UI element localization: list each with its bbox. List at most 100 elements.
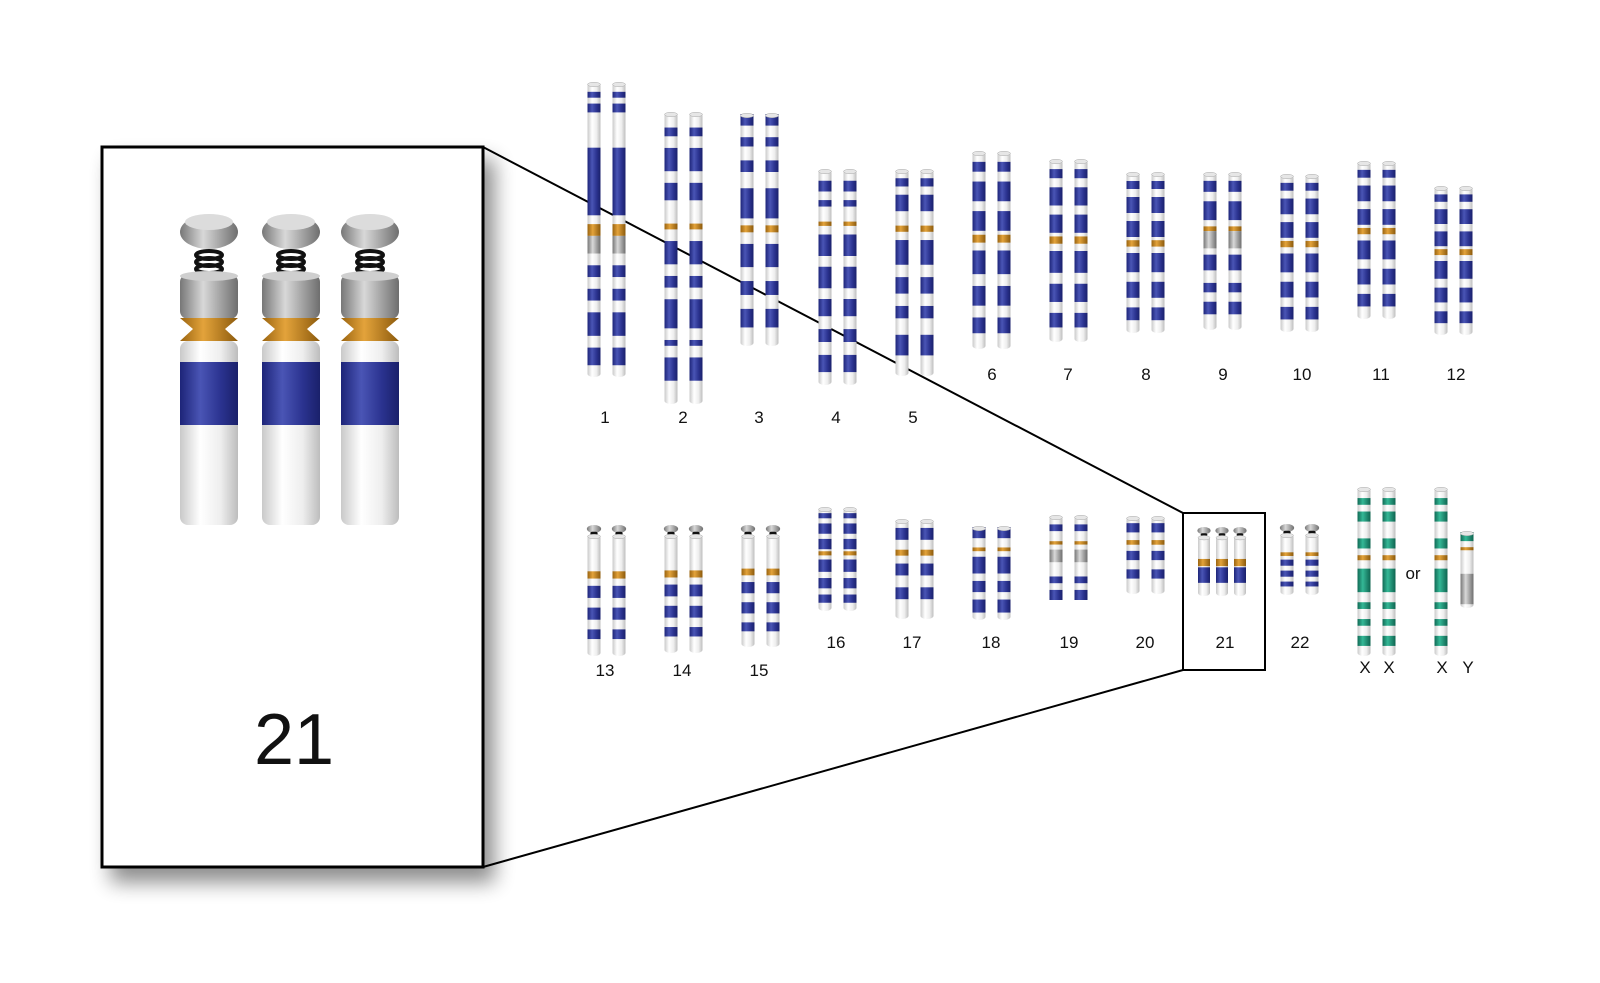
chromosome-20-copy-2-band-0 [1151, 523, 1165, 533]
chromosome-1-copy-1-band-7 [587, 312, 601, 336]
chromosome-14-copy-2 [688, 525, 704, 653]
chromosome-3-copy-1-band-7 [740, 308, 754, 328]
chromosome-22-copy-1-cap [1280, 533, 1294, 538]
zoom-dark-band [262, 362, 320, 425]
chromosome-1-copy-2-band-3 [612, 224, 626, 236]
chromosome-4-copy-2-band-5 [843, 299, 857, 317]
chromosome-16-copy-2-band-0 [843, 513, 857, 519]
sex-chromosome-y-band-2 [1460, 573, 1474, 605]
chromosome-9-copy-2-cap [1228, 172, 1242, 177]
chromosome-12-copy-2-band-6 [1459, 311, 1473, 324]
chromosome-13-copy-2-band-2 [612, 607, 626, 620]
chromosome-4-copy-2-band-6 [843, 329, 857, 342]
chromosome-13-copy-1-cap [587, 534, 601, 539]
chromosome-19-copy-1-band-3 [1049, 576, 1063, 584]
chromosome-6-copy-2-band-3 [997, 234, 1011, 243]
chromosome-1-copy-2-band-5 [612, 265, 626, 278]
chromosome-9-copy-1-cap [1203, 172, 1217, 177]
zoom-centromere [341, 318, 399, 341]
sex-chromosome-x-2-band-0 [1382, 498, 1396, 505]
chromosome-2-copy-2-cap [689, 112, 703, 117]
chromosome-1-copy-1 [587, 82, 601, 377]
chromosome-18-copy-2 [997, 526, 1011, 620]
chr-label-9: 9 [1218, 365, 1227, 384]
chromosome-5-copy-1-body [895, 170, 909, 376]
chromosome-2-copy-2-band-1 [689, 147, 703, 172]
sex-chromosome-x-2-band-2 [1382, 538, 1396, 549]
sex-chromosome-x-2-band-4 [1382, 568, 1396, 593]
chromosome-10-copy-1-band-4 [1280, 253, 1294, 273]
chromosome-2-copy-1-band-6 [664, 299, 678, 329]
chromosome-18-copy-1-band-1 [972, 547, 986, 552]
chromosome-15-copy-2 [765, 525, 781, 647]
chromosome-6-copy-1 [972, 151, 986, 349]
sex-chromosome-x-2-band-6 [1382, 619, 1396, 626]
sex-chromosome-x-1 [1357, 487, 1371, 656]
chr-label-22: 22 [1291, 633, 1310, 652]
chromosome-1-copy-1-band-5 [587, 265, 601, 278]
chromosome-21-highlight-box [1182, 512, 1266, 671]
chromosome-16-copy-1-band-0 [818, 513, 832, 519]
chromosome-9-copy-2-band-3 [1228, 231, 1242, 249]
chromosome-8-copy-1-band-1 [1126, 197, 1140, 213]
zoom-short-arm-cap [341, 271, 399, 281]
chromosome-9-copy-2-band-4 [1228, 254, 1242, 271]
chromosome-14-copy-2-satellite [688, 525, 704, 533]
chromosome-12-copy-1-band-0 [1434, 194, 1448, 202]
chromosome-6-copy-2 [997, 151, 1011, 349]
chr-label-16: 16 [827, 633, 846, 652]
chromosome-6-copy-2-band-6 [997, 317, 1011, 334]
sex-chromosome-x-3-band-2 [1434, 538, 1448, 549]
chromosome-13-copy-2-band-0 [612, 571, 626, 579]
chromosome-4-copy-1-band-4 [818, 266, 832, 289]
chromosome-3-copy-1-band-6 [740, 281, 754, 295]
chromosome-10-copy-2-band-2 [1305, 222, 1319, 238]
chromosome-19-copy-2-band-2 [1074, 549, 1088, 563]
sex-chromosome-y-band-0 [1460, 532, 1474, 542]
chromosome-18-copy-2-cap [997, 526, 1011, 531]
chromosome-13-copy-2-cap [612, 534, 626, 539]
chromosome-9-copy-2-band-5 [1228, 282, 1242, 293]
chr-label-4: 4 [831, 408, 840, 427]
chromosome-21-copy-2-band-0 [1216, 558, 1228, 567]
chromosome-20-copy-1-band-1 [1126, 540, 1140, 545]
chromosome-15-copy-2-satellite [765, 525, 781, 533]
chromosome-9-copy-2 [1228, 172, 1242, 330]
chromosome-13-copy-1 [586, 525, 602, 656]
sex-chromosome-x-3 [1434, 487, 1448, 656]
chromosome-5-copy-2-band-1 [920, 194, 934, 212]
chromosome-14-copy-2-band-0 [689, 570, 703, 578]
chromosome-7-copy-2-band-3 [1074, 236, 1088, 244]
chromosome-12-copy-1 [1434, 186, 1448, 335]
chromosome-13-copy-2-band-1 [612, 585, 626, 598]
chromosome-15-copy-1-cap [741, 534, 755, 539]
chromosome-4-copy-1-band-3 [818, 234, 832, 256]
sex-chromosome-y-cap [1460, 531, 1474, 536]
chromosome-1-copy-2-band-6 [612, 288, 626, 301]
chromosome-13-copy-2-satellite [611, 525, 627, 533]
chromosome-17-copy-1-band-3 [895, 587, 909, 600]
zoom-chromosome-number: 21 [254, 700, 334, 780]
chromosome-18-copy-2-band-1 [997, 547, 1011, 552]
chromosome-7-copy-2-band-6 [1074, 312, 1088, 328]
chromosome-5-copy-1-band-5 [895, 305, 909, 319]
chr-label-5: 5 [908, 408, 917, 427]
chromosome-3-copy-1-band-5 [740, 243, 754, 268]
chromosome-1-copy-1-band-2 [587, 147, 601, 216]
chromosome-17-copy-1-band-1 [895, 549, 909, 556]
sex-label-x1: X [1359, 658, 1370, 677]
chromosome-5-copy-2-cap [920, 169, 934, 174]
chromosome-7-copy-1-band-5 [1049, 283, 1063, 302]
sex-chromosome-x-1-cap [1357, 487, 1371, 492]
chromosome-22-copy-2-band-0 [1305, 552, 1319, 556]
chromosome-18-copy-1-band-4 [972, 599, 986, 613]
chromosome-3-copy-2-band-7 [765, 308, 779, 328]
chromosome-2-copy-2-band-5 [689, 275, 703, 288]
chromosome-10-copy-2-band-5 [1305, 281, 1319, 298]
sex-chromosome-x-1-band-7 [1357, 635, 1371, 646]
chromosome-5-copy-1-band-1 [895, 194, 909, 212]
chromosome-16-copy-2-band-1 [843, 523, 857, 534]
chromosome-2-copy-2-band-7 [689, 339, 703, 346]
chromosome-19-copy-1-band-2 [1049, 549, 1063, 563]
zoom-centromere [262, 318, 320, 341]
